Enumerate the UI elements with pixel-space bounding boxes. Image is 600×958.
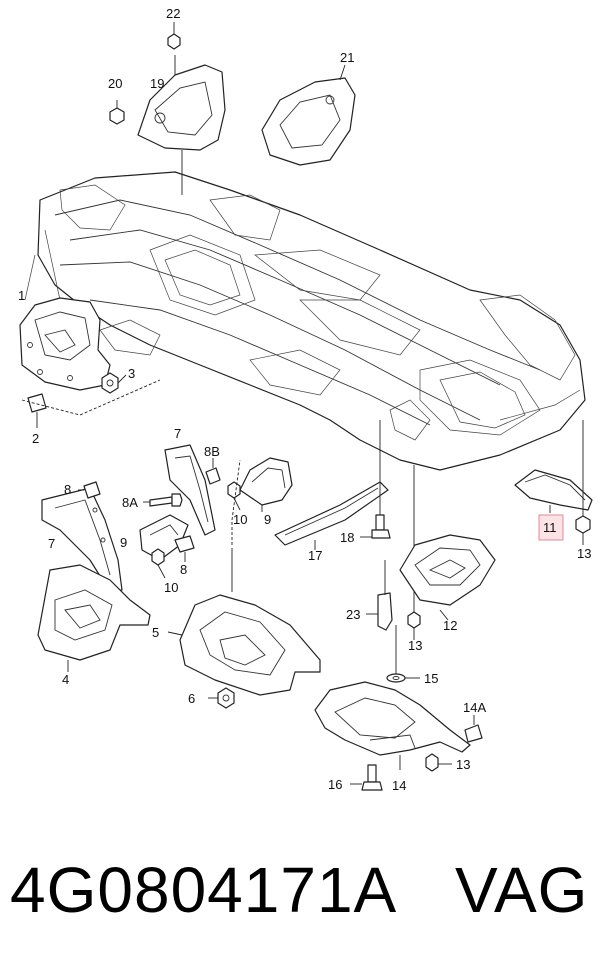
callout-13-right: 13 (577, 546, 591, 561)
part-5-heat-shield (167, 548, 321, 696)
callout-10-center: 10 (164, 580, 178, 595)
callout-13-lower: 13 (456, 757, 470, 772)
part-7-bracket-left (41, 487, 123, 593)
part-23-bracket (366, 560, 393, 631)
part-20-nut (109, 100, 125, 125)
callout-8-left: 8 (64, 482, 71, 497)
callout-3: 3 (128, 366, 135, 381)
callout-22: 22 (166, 6, 180, 21)
callout-23: 23 (346, 607, 360, 622)
vehicle-underbody (24, 171, 586, 471)
part-2-bracket (27, 393, 47, 428)
callout-labels: 22 20 19 21 1 3 2 7 8B 8 8A 10 9 7 9 8 1… (18, 6, 591, 793)
callout-6: 6 (188, 691, 195, 706)
part-1-heat-shield (19, 297, 111, 391)
part-15-washer (386, 625, 420, 683)
part-10-nut-center (151, 548, 166, 579)
part-8-clip-left (78, 481, 101, 499)
callout-9-center: 9 (120, 535, 127, 550)
part-10-nut-right (227, 481, 241, 511)
callout-19: 19 (150, 76, 164, 91)
part-22-bolt (167, 22, 181, 50)
callout-5: 5 (152, 625, 159, 640)
part-16-bolt (350, 764, 383, 791)
callout-20: 20 (108, 76, 122, 91)
callout-8A: 8A (122, 495, 138, 510)
callout-8-center: 8 (180, 562, 187, 577)
callout-21: 21 (340, 50, 354, 65)
callout-11: 11 (543, 520, 557, 535)
part-9-bracket-right (239, 457, 293, 512)
callout-8B: 8B (204, 444, 220, 459)
callout-14A: 14A (463, 700, 486, 715)
part-13-nut-b (575, 420, 591, 545)
callout-4: 4 (62, 672, 69, 687)
footer: 4G0804171A VAG (0, 835, 600, 945)
callout-2: 2 (32, 431, 39, 446)
callout-12: 12 (443, 618, 457, 633)
callout-14: 14 (392, 778, 406, 793)
part-21-heat-shield (261, 64, 356, 166)
part-3-nut (101, 372, 127, 394)
part-17-shield (274, 481, 389, 550)
callout-17: 17 (308, 548, 322, 563)
part-14-heat-shield (314, 681, 471, 770)
callout-18: 18 (340, 530, 354, 545)
part-13-nut-c (425, 753, 452, 772)
part-14A-clip (464, 715, 483, 743)
callout-7-left: 7 (48, 536, 55, 551)
part-7-bracket-center (164, 444, 216, 536)
part-8-clip-center (174, 535, 195, 562)
callout-9-right: 9 (264, 512, 271, 527)
part-12-heat-shield (399, 534, 496, 621)
parts-diagram: 22 20 19 21 1 3 2 7 8B 8 8A 10 9 7 9 8 1… (18, 6, 593, 793)
callout-16: 16 (328, 777, 342, 792)
part-number: 4G0804171A (10, 854, 398, 926)
part-4-heat-shield (37, 564, 151, 672)
callout-7-center: 7 (174, 426, 181, 441)
part-6-nut (208, 687, 235, 709)
callout-13-center: 13 (408, 638, 422, 653)
callout-11-highlight (538, 514, 564, 541)
part-8B-clip (205, 458, 221, 485)
guide-lines (21, 379, 241, 545)
part-8A-bolt (143, 493, 183, 507)
part-18-bolt (360, 420, 391, 539)
part-11-shield (514, 469, 593, 513)
brand-name: VAG (455, 854, 589, 926)
callout-1: 1 (18, 288, 25, 303)
part-19-heat-shield (137, 55, 226, 195)
callout-15: 15 (424, 671, 438, 686)
callout-10-right: 10 (233, 512, 247, 527)
